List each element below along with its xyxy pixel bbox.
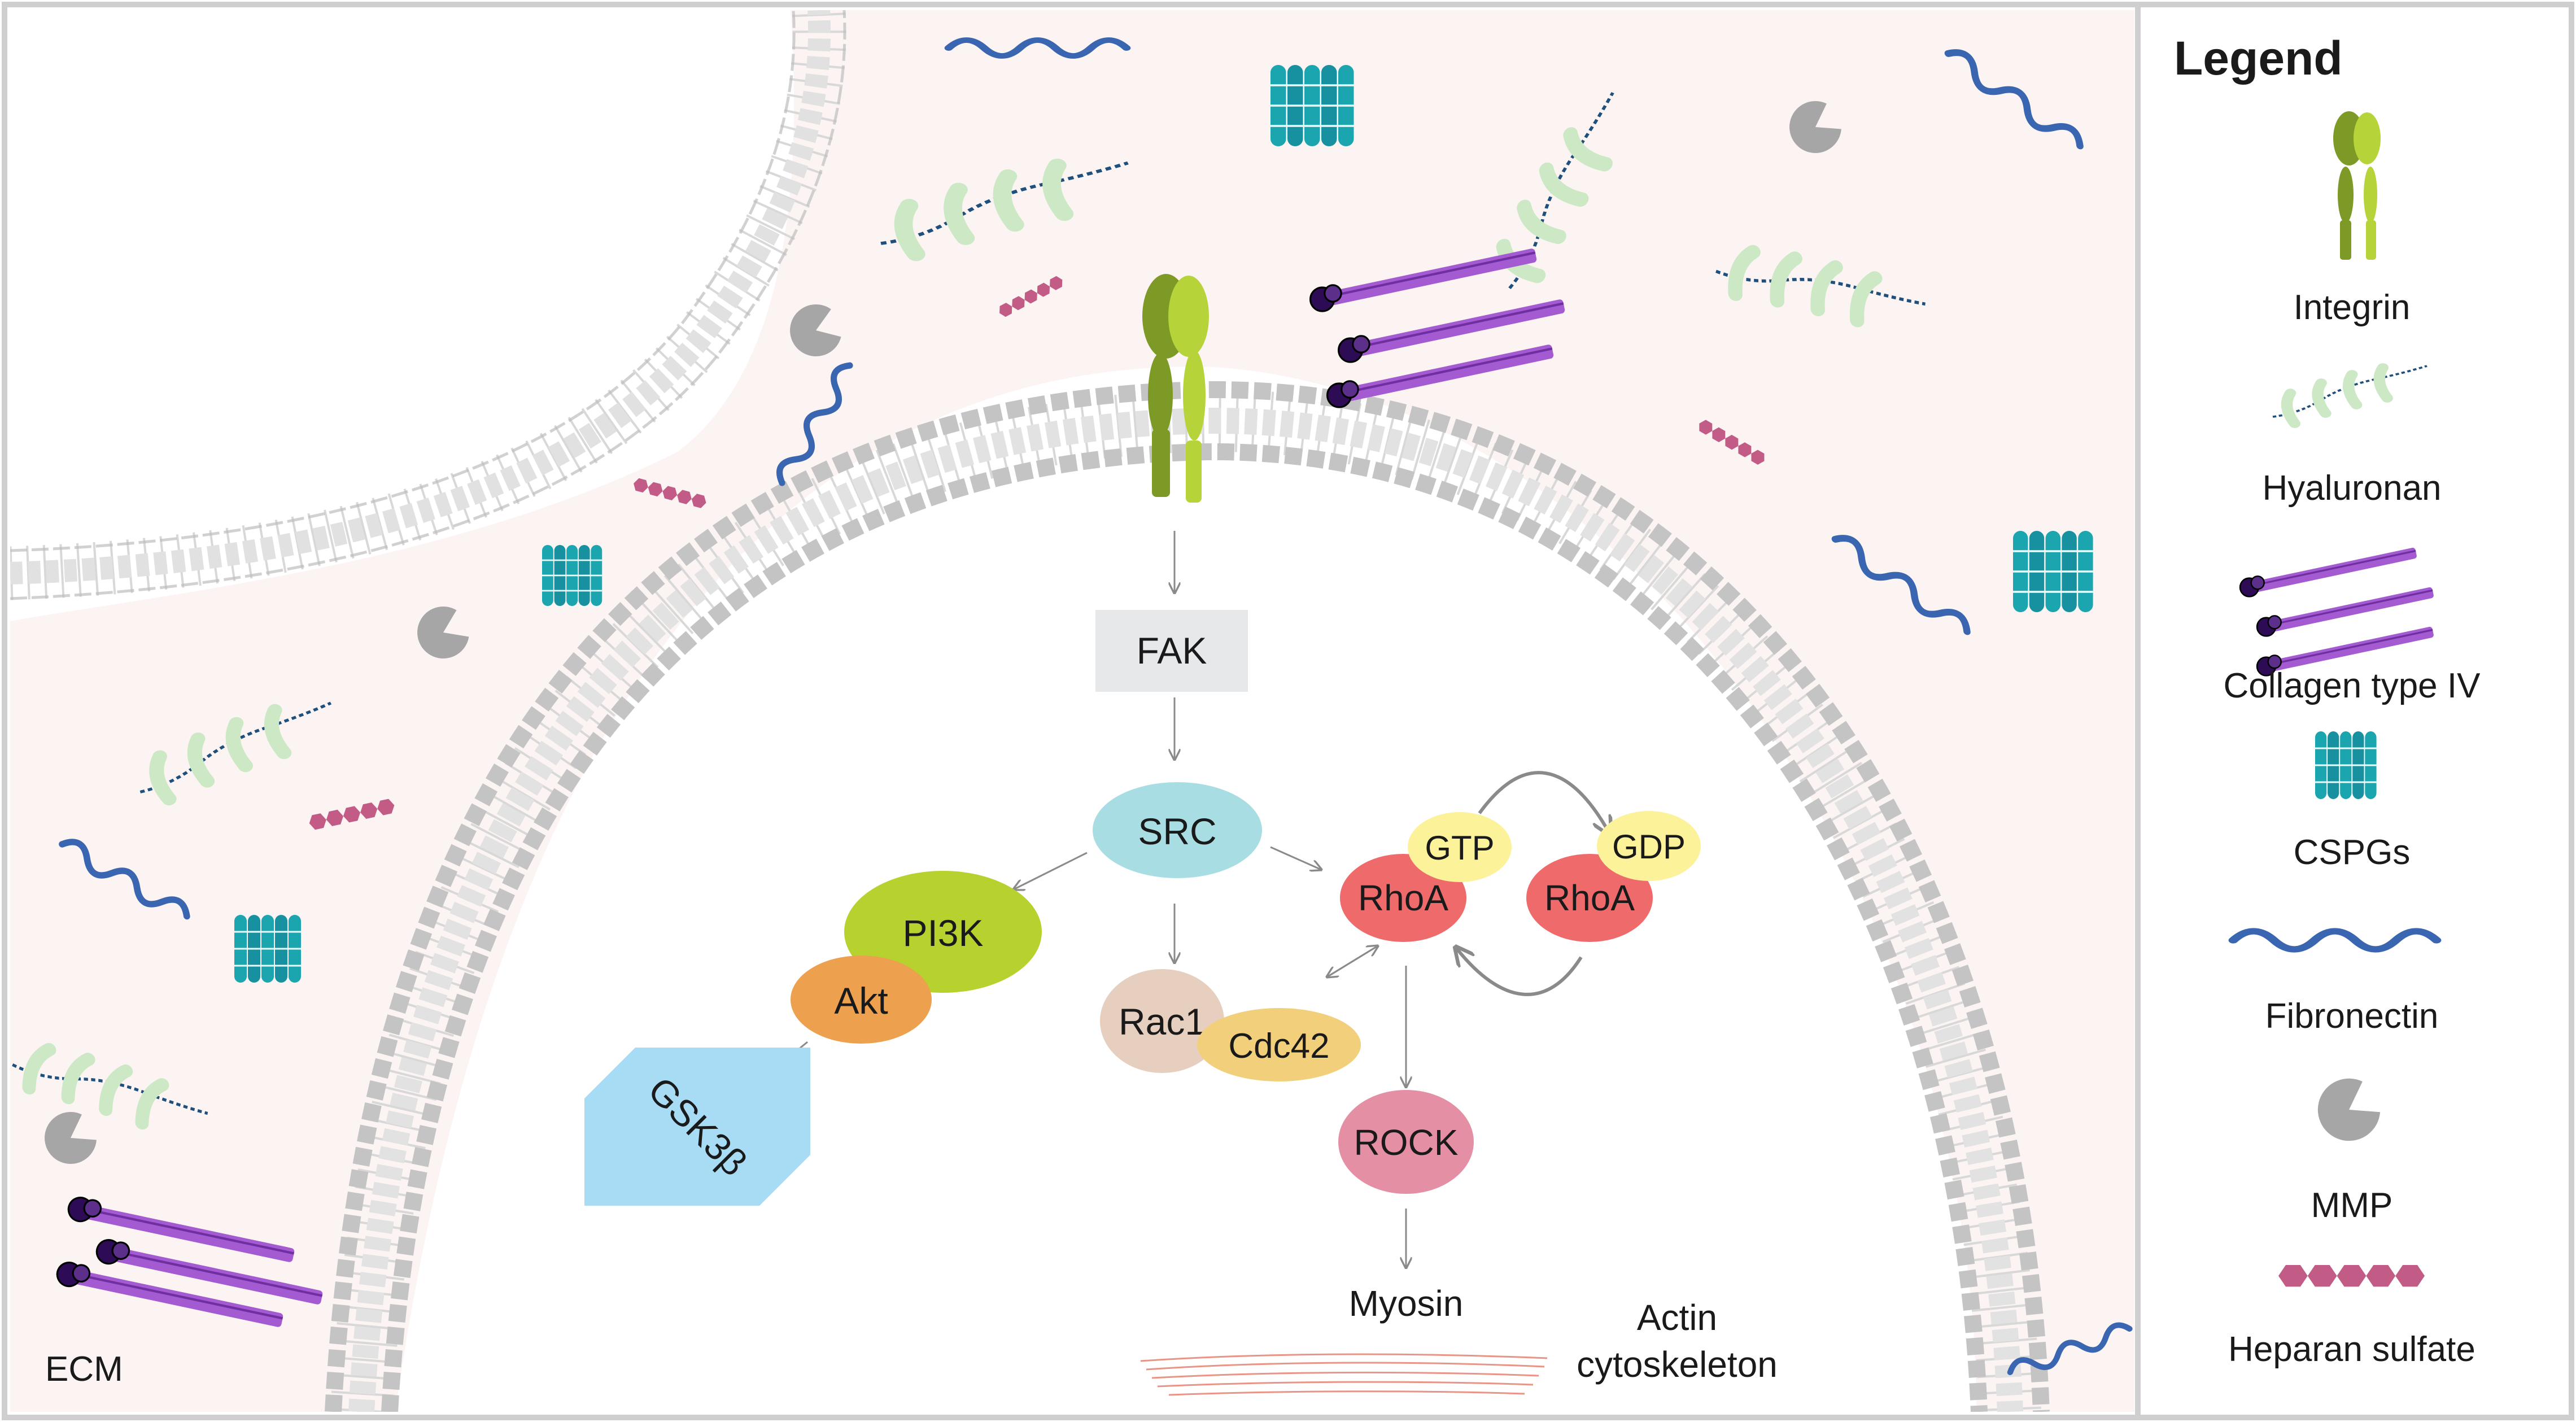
src-label: SRC	[1138, 810, 1216, 852]
legend-title: Legend	[2174, 32, 2343, 85]
fak-label: FAK	[1137, 630, 1207, 671]
ecm-label: ECM	[45, 1350, 123, 1389]
rock-node	[1338, 1090, 1474, 1194]
legend-item-mmp: MMP	[2311, 1186, 2393, 1225]
cdc42-node	[1197, 1008, 1361, 1081]
integrin	[1142, 274, 1209, 503]
actin-label-line2: cytoskeleton	[1577, 1344, 1778, 1385]
actin-fibers	[1140, 1353, 1548, 1396]
gdp-node	[1597, 811, 1701, 881]
heparan-icon	[2278, 1265, 2425, 1287]
gtp-node	[1408, 812, 1512, 882]
legend-item-integrin: Integrin	[2294, 288, 2411, 327]
legend-item-cspg: CSPGs	[2294, 833, 2411, 872]
rock-label: ROCK	[1354, 1122, 1459, 1163]
rac1-node	[1100, 969, 1224, 1073]
gtp-label: GTP	[1425, 829, 1494, 867]
rhoa-active-label: RhoA	[1358, 878, 1448, 918]
upper-left-membrane	[10, 10, 846, 600]
myosin-label: Myosin	[1349, 1283, 1464, 1324]
cdc42-label: Cdc42	[1228, 1027, 1329, 1066]
actin-label-line1: Actin	[1637, 1297, 1717, 1338]
gdp-label: GDP	[1612, 828, 1686, 866]
pi3k-label: PI3K	[902, 912, 983, 954]
ecm-region	[10, 10, 2134, 1412]
main-panel: FAK SRC PI3K Akt GSK3β Rac1 Cdc42 RhoA G…	[10, 10, 2134, 1412]
akt-label: Akt	[834, 980, 888, 1022]
legend-panel: Legend Integrin Hyaluronan Collagen type…	[2174, 32, 2481, 1369]
fak-box	[1095, 610, 1248, 692]
rac1-label: Rac1	[1119, 1001, 1206, 1042]
rhoa-inactive-label: RhoA	[1544, 878, 1635, 918]
legend-item-fibronectin: Fibronectin	[2265, 997, 2439, 1036]
cspg-icon	[2314, 730, 2378, 800]
akt-node	[791, 956, 932, 1044]
rhoa-inactive-node	[1526, 854, 1653, 942]
src-node	[1093, 782, 1262, 878]
cell-membrane	[325, 381, 2050, 1412]
legend-item-hyaluronan: Hyaluronan	[2262, 469, 2441, 508]
legend-item-heparan: Heparan sulfate	[2228, 1330, 2475, 1369]
integrin-icon	[2333, 111, 2381, 260]
legend-item-collagen: Collagen type IV	[2224, 666, 2481, 705]
gsk3b-node: GSK3β	[584, 1048, 810, 1206]
